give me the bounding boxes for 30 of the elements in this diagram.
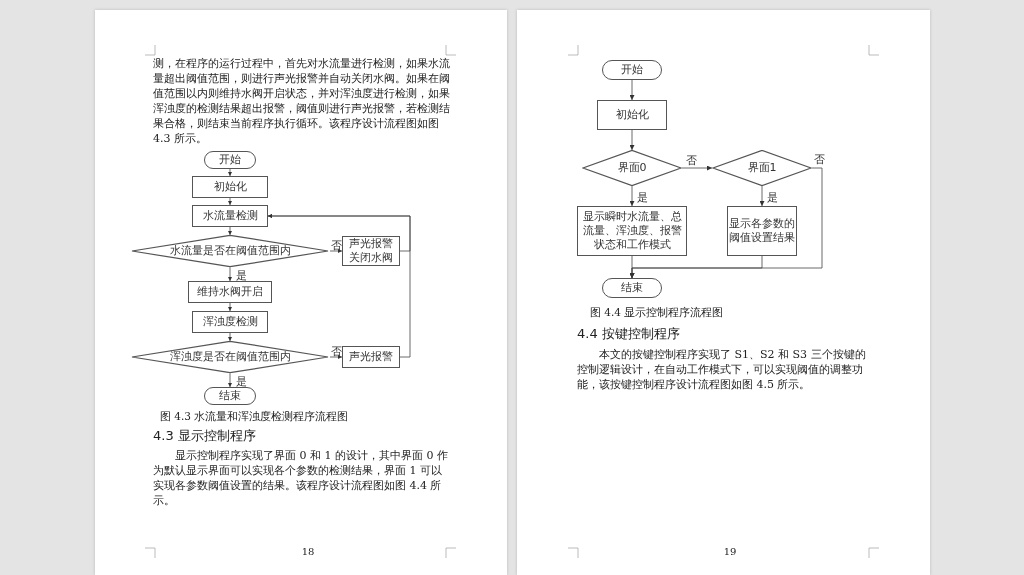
figure-caption: 图 4.3 水流量和浑浊度检测程序流程图 [160,410,350,423]
process-box: 初始化 [192,176,268,198]
section-heading: 4.3 显示控制程序 [153,428,257,444]
edge-label: 否 [331,239,342,252]
edge-label: 是 [637,191,648,204]
process-box: 声光报警关闭水阀 [342,236,400,266]
process-box: 浑浊度检测 [192,311,268,333]
page-number: 19 [722,546,738,558]
decision-diamond: 水流量是否在阈值范围内 [130,235,330,267]
page-number: 18 [300,546,316,558]
process-box: 水流量检测 [192,205,268,227]
edge-label: 是 [236,269,247,282]
section-heading: 4.4 按键控制程序 [577,326,681,342]
edge-label: 否 [331,345,342,358]
decision-diamond: 浑浊度是否在阈值范围内 [130,341,330,373]
edge-label: 否 [814,153,825,166]
process-box: 维持水阀开启 [188,281,272,303]
process-box: 显示瞬时水流量、总流量、浑浊度、报警状态和工作模式 [577,206,687,256]
decision-diamond: 界面1 [712,150,812,186]
paragraph: 显示控制程序实现了界面 0 和 1 的设计，其中界面 0 作为默认显示界面可以实现各个参数的检测结果，界面 1 可以实现各参数阈值设置的结果。该程序设计流程图如图 4.4 所示。 [153,448,449,508]
process-box: 显示各参数的阈值设置结果 [727,206,797,256]
edge-label: 是 [236,375,247,388]
edge-label: 否 [686,154,697,167]
edge-label: 是 [767,191,778,204]
paragraph: 测，在程序的运行过程中，首先对水流量进行检测，如果水流量超出阈值范围，则进行声光报警并自动关闭水阀。如果在阈值范围以内则维持水阀开启状态，并对浑浊度进行检测，如果浑浊度的检测结果超出报警，阈值则进行声光报警，若检测结果合格，则结束当前程序执行循环。该程序设计流程图如图 4.3 所示。 [153,56,451,146]
process-box: 声光报警 [342,346,400,368]
process-box: 初始化 [597,100,667,130]
decision-diamond: 界面0 [582,150,682,186]
paragraph: 本文的按键控制程序实现了 S1、S2 和 S3 三个按键的控制逻辑设计，在自动工作模式下，可以实现阈值的调整功能，该按键控制程序设计流程图如图 4.5 所示。 [577,347,867,392]
figure-caption: 图 4.4 显示控制程序流程图 [590,306,725,319]
